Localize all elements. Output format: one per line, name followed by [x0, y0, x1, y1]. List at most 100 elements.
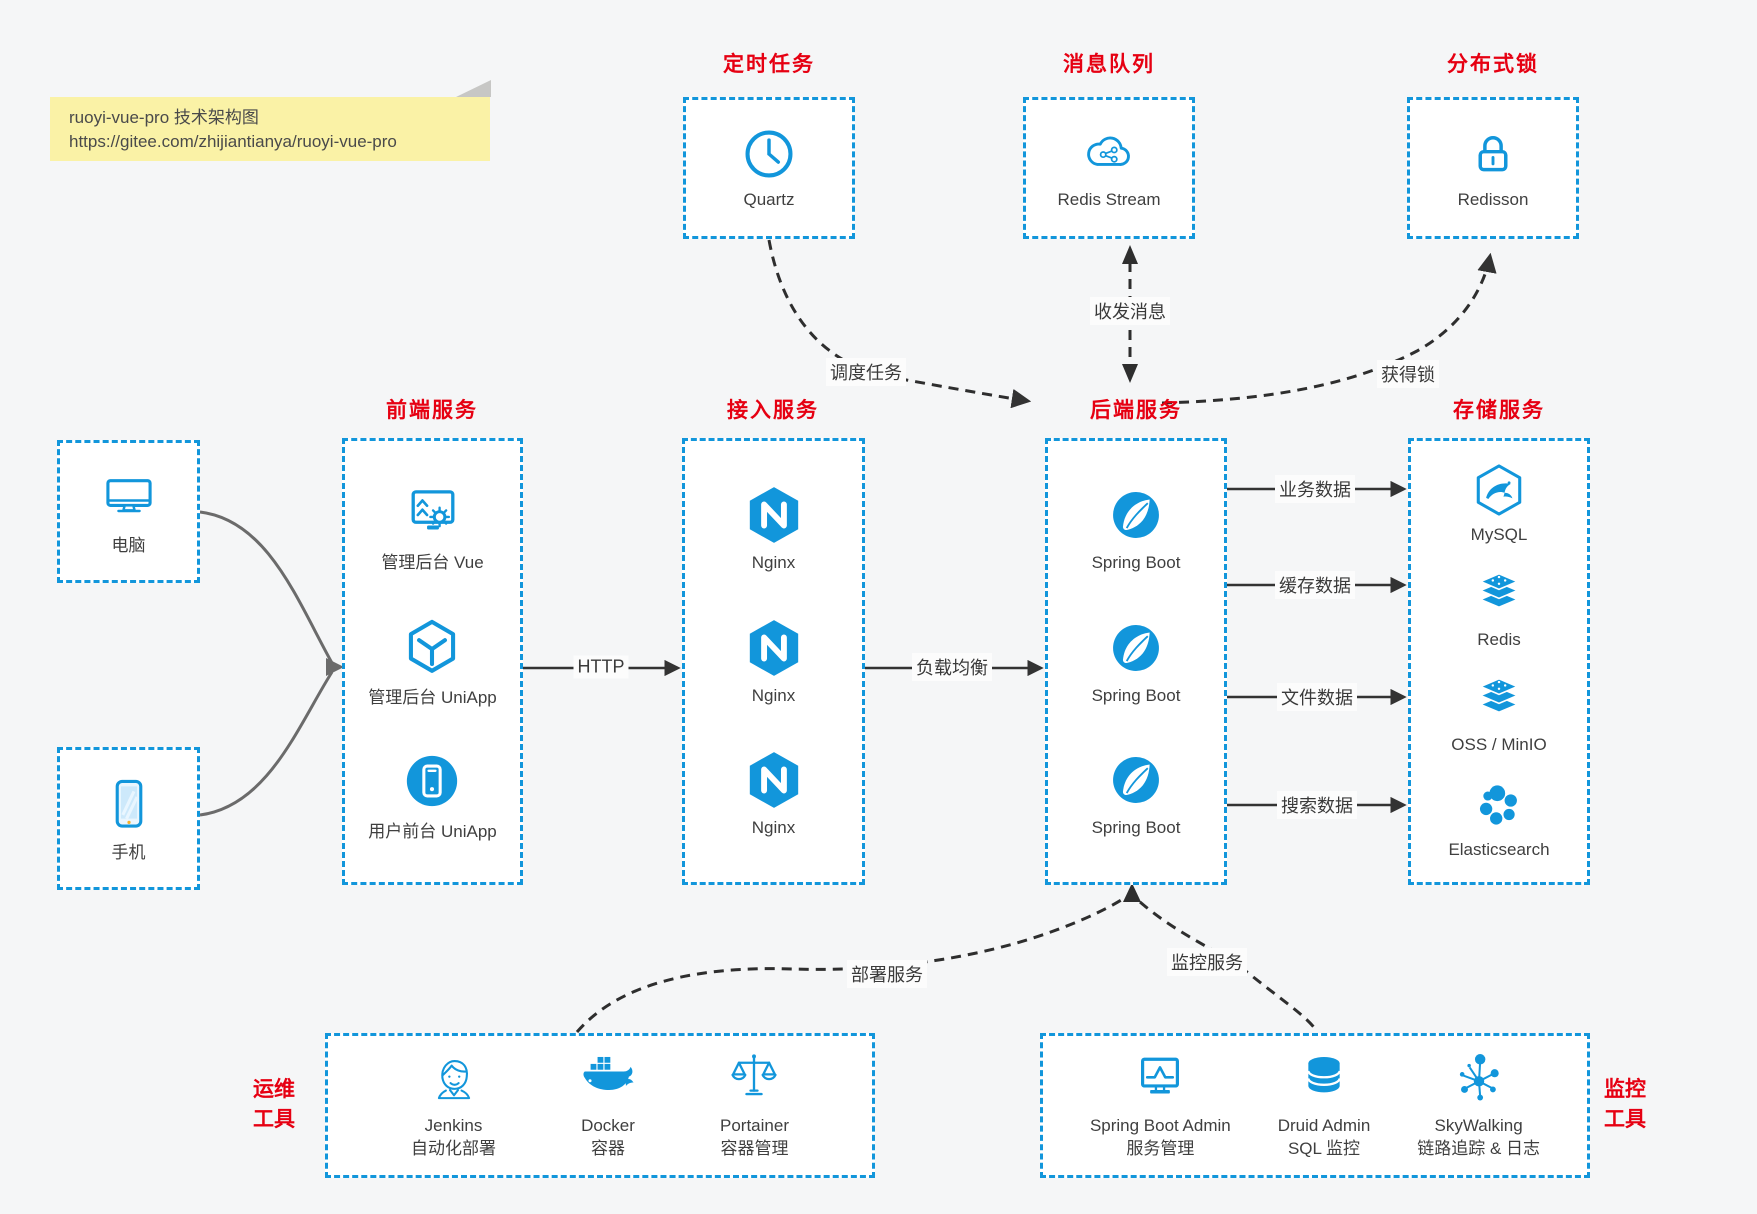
- note-url: https://gitee.com/zhijiantianya/ruoyi-vu…: [69, 132, 397, 151]
- edge-label-load-balance: 负载均衡: [912, 653, 992, 681]
- node-name: Jenkins: [424, 1116, 483, 1136]
- clock-icon: [740, 125, 798, 183]
- group-title-frontend: 前端服务: [386, 399, 478, 422]
- node-label: Nginx: [751, 685, 796, 705]
- edge-label-acquire-lock: 获得锁: [1377, 360, 1439, 388]
- admin-vue-icon: [400, 480, 466, 546]
- node-desktop: 电脑: [98, 467, 160, 556]
- sticky-note: ruoyi-vue-pro 技术架构图 https://gitee.com/zh…: [50, 97, 490, 161]
- node-label: 管理后台 UniApp: [368, 687, 497, 707]
- scheduler-group-box: Quartz: [683, 97, 855, 239]
- database-icon: [1295, 1050, 1353, 1108]
- node-portainer: Portainer 容器管理: [720, 1050, 789, 1161]
- edge-label-file-data: 文件数据: [1277, 683, 1357, 711]
- phone-icon: [98, 774, 160, 836]
- node-mysql: MySQL: [1470, 462, 1528, 545]
- nginx-icon: [743, 617, 805, 679]
- group-title-gateway: 接入服务: [727, 399, 819, 422]
- user-app-icon: [398, 747, 466, 815]
- edge-label-monitor: 监控服务: [1167, 948, 1247, 976]
- node-nginx-1: Nginx: [743, 484, 805, 573]
- devops-group-box: Jenkins 自动化部署 Docker 容器 Portainer 容器管理: [325, 1033, 875, 1178]
- uniapp-cube-icon: [398, 613, 466, 681]
- edge-label-schedule: 调度任务: [826, 358, 906, 386]
- edge-label-http: HTTP: [573, 655, 629, 679]
- node-label: Nginx: [751, 553, 796, 573]
- edge-label-cache-data: 缓存数据: [1275, 571, 1355, 599]
- node-name: SkyWalking: [1434, 1116, 1523, 1136]
- node-druid-admin: Druid Admin SQL 监控: [1277, 1050, 1371, 1161]
- node-desc: 容器管理: [720, 1139, 789, 1158]
- node-jenkins: Jenkins 自动化部署: [411, 1050, 496, 1161]
- client-desktop-box: 电脑: [57, 440, 200, 583]
- note-fold-corner: [456, 80, 491, 97]
- node-nginx-3: Nginx: [743, 749, 805, 838]
- edge-acquire-lock-line: [1161, 252, 1497, 405]
- node-admin-uniapp: 管理后台 UniApp: [368, 613, 497, 708]
- jenkins-icon: [425, 1050, 483, 1108]
- edge-deploy-arrowhead: [1123, 883, 1141, 902]
- group-title-devops: 运维工具: [253, 1078, 295, 1131]
- note-title: ruoyi-vue-pro 技术架构图: [69, 108, 259, 127]
- node-desc: 自动化部署: [411, 1139, 496, 1158]
- edge-message-arrow-up: [1122, 245, 1138, 264]
- group-title-lock: 分布式锁: [1447, 53, 1539, 76]
- elasticsearch-icon: [1471, 777, 1527, 833]
- node-label: Spring Boot: [1091, 553, 1181, 573]
- node-phone: 手机: [98, 774, 160, 863]
- node-name: Spring Boot Admin: [1089, 1116, 1231, 1136]
- group-title-storage: 存储服务: [1453, 399, 1545, 422]
- monitor-chart-icon: [1131, 1050, 1189, 1108]
- group-title-backend: 后端服务: [1090, 399, 1182, 422]
- node-docker: Docker 容器: [579, 1050, 637, 1161]
- spring-icon: [1105, 484, 1167, 546]
- node-label: Redis Stream: [1057, 190, 1161, 210]
- docker-icon: [579, 1050, 637, 1108]
- spring-icon: [1105, 617, 1167, 679]
- gateway-group-box: Nginx Nginx Nginx: [682, 438, 865, 885]
- node-springboot-2: Spring Boot: [1091, 617, 1181, 706]
- node-user-uniapp: 用户前台 UniApp: [368, 747, 497, 842]
- nginx-icon: [743, 484, 805, 546]
- monitoring-group-box: Spring Boot Admin 服务管理 Druid Admin SQL 监…: [1040, 1033, 1590, 1178]
- group-title-scheduler: 定时任务: [723, 53, 815, 76]
- node-nginx-2: Nginx: [743, 617, 805, 706]
- node-label: Spring Boot: [1091, 685, 1181, 705]
- edge-label-business-data: 业务数据: [1275, 475, 1355, 503]
- layer-stack-icon: [1471, 672, 1527, 728]
- node-label: Elasticsearch: [1448, 840, 1550, 860]
- edge-desktop-to-frontend: [199, 510, 334, 664]
- node-desc: 服务管理: [1126, 1139, 1195, 1158]
- mysql-icon: [1471, 462, 1527, 518]
- node-label: 电脑: [111, 535, 146, 555]
- node-springboot-admin: Spring Boot Admin 服务管理: [1090, 1050, 1231, 1161]
- desktop-icon: [98, 467, 160, 529]
- edge-label-message: 收发消息: [1090, 297, 1170, 325]
- lock-group-box: Redisson: [1407, 97, 1579, 239]
- node-skywalking: SkyWalking 链路追踪 & 日志: [1417, 1050, 1540, 1161]
- nginx-icon: [743, 749, 805, 811]
- group-title-mq: 消息队列: [1063, 53, 1155, 76]
- lock-icon: [1464, 125, 1522, 183]
- node-desc: SQL 监控: [1287, 1139, 1361, 1158]
- edge-label-search-data: 搜索数据: [1277, 791, 1357, 819]
- skywalking-icon: [1450, 1050, 1508, 1108]
- node-label: Redis: [1477, 630, 1521, 650]
- backend-group-box: Spring Boot Spring Boot Spring Boot: [1045, 438, 1227, 885]
- edge-message-arrow-down: [1122, 364, 1138, 383]
- node-redis: Redis: [1471, 567, 1527, 650]
- node-desc: 容器: [590, 1139, 625, 1158]
- mq-group-box: Redis Stream: [1023, 97, 1195, 239]
- portainer-icon: [725, 1050, 783, 1108]
- node-name: Druid Admin: [1277, 1116, 1371, 1136]
- node-springboot-1: Spring Boot: [1091, 484, 1181, 573]
- node-label: Redisson: [1457, 190, 1529, 210]
- frontend-group-box: 管理后台 Vue 管理后台 UniApp 用户前台 UniApp: [342, 438, 523, 885]
- node-name: Docker: [581, 1116, 635, 1136]
- node-label: Spring Boot: [1091, 818, 1181, 838]
- node-desc: 链路追踪 & 日志: [1417, 1139, 1541, 1158]
- node-label: MySQL: [1470, 525, 1528, 545]
- node-admin-vue: 管理后台 Vue: [381, 480, 484, 573]
- cloud-message-icon: [1080, 125, 1138, 183]
